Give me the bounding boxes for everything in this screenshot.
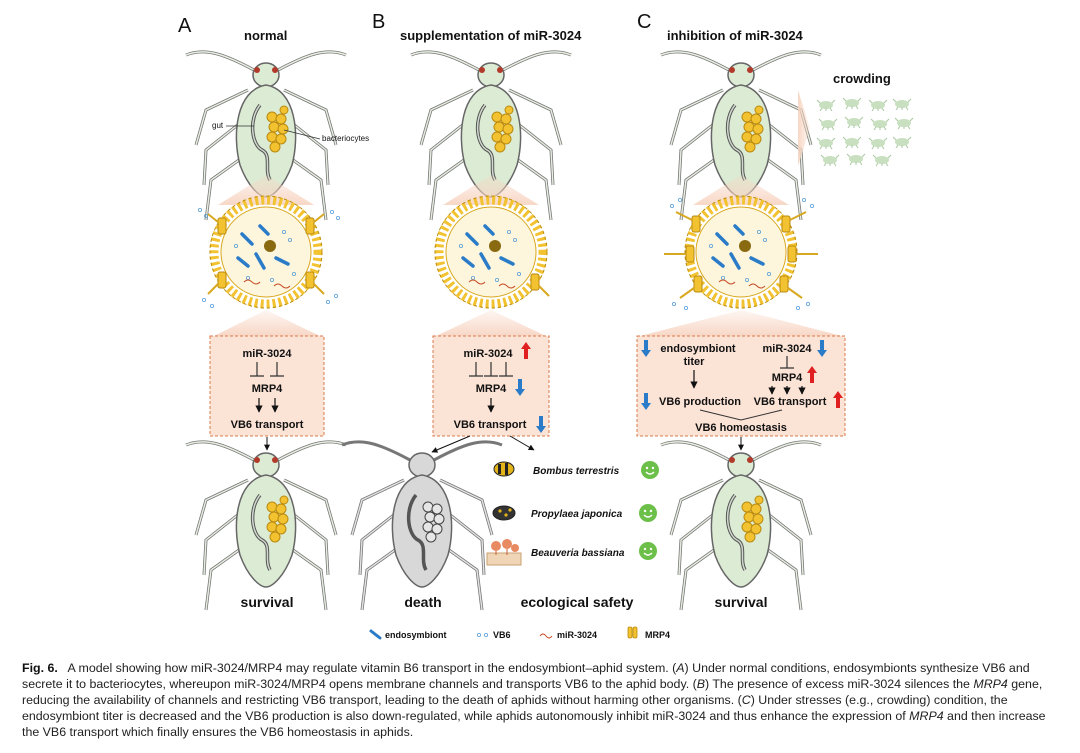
box-c-trans: VB6 transport <box>754 396 827 408</box>
svg-text:Propylaea japonica: Propylaea japonica <box>531 509 623 520</box>
figure-caption: Fig. 6. A model showing how miR-3024/MRP… <box>22 660 1062 740</box>
gut-label: gut <box>212 121 224 130</box>
panel-c-title: inhibition of miR-3024 <box>667 28 804 43</box>
crowding-label: crowding <box>833 71 891 86</box>
panel-c-letter: C <box>637 11 651 33</box>
caption-text: ) The presence of excess miR-3024 silenc… <box>705 677 974 691</box>
caption-text: ) Under stresses (e.g., crowding) condit… <box>22 693 1008 723</box>
aphid-dead-b <box>340 440 504 612</box>
box-a-mrp4: MRP4 <box>252 383 283 395</box>
outcome-b-safety: ecological safety <box>521 594 634 610</box>
panel-a-letter: A <box>178 15 192 37</box>
outcome-b-death: death <box>404 594 441 610</box>
smile-icon <box>638 503 658 523</box>
caption-gene: MRP4 <box>909 709 944 723</box>
box-c-endo2: titer <box>684 356 706 368</box>
box-c-endo1: endosymbiont <box>660 343 736 355</box>
crowd-aphids <box>816 97 914 167</box>
box-b-mrp4: MRP4 <box>476 383 507 395</box>
box-b-mir: miR-3024 <box>464 348 514 360</box>
mrp4-icon <box>627 626 638 639</box>
organism-beauveria: Beauveria bassiana <box>486 539 658 566</box>
box-c-mir: miR-3024 <box>763 343 813 355</box>
svg-text:Bombus terrestris: Bombus terrestris <box>533 466 620 477</box>
outcome-c: survival <box>715 594 768 610</box>
legend: endosymbiont VB6 miR-3024 MRP4 <box>369 626 670 640</box>
organism-bombus: Bombus terrestris <box>493 460 660 480</box>
box-c-mrp4: MRP4 <box>772 372 803 384</box>
outcome-a: survival <box>241 594 294 610</box>
caption-label: Fig. 6. <box>22 661 58 675</box>
bacteriocytes-label: bacteriocytes <box>322 134 369 143</box>
vb6-icon <box>476 633 488 638</box>
caption-text: and then increase the VB6 transport whic… <box>22 709 1046 739</box>
caption-text: gene, reducing the availability of chann… <box>22 677 1043 707</box>
aphid-survival-c <box>659 440 823 612</box>
aphid-survival-a <box>184 440 348 612</box>
caption-ref-c: C <box>741 693 751 707</box>
svg-text:Beauveria bassiana: Beauveria bassiana <box>531 548 625 559</box>
caption-text: ) Under normal conditions, endosymbionts… <box>22 661 1030 691</box>
svg-text:MRP4: MRP4 <box>645 630 670 640</box>
box-b-vb6: VB6 transport <box>454 419 527 431</box>
endosymbiont-icon <box>369 629 382 640</box>
panel-a-title: normal <box>244 28 287 43</box>
organism-propylaea: Propylaea japonica <box>492 503 658 523</box>
caption-text: A model showing how miR-3024/MRP4 may re… <box>67 661 677 675</box>
panel-b-letter: B <box>372 11 385 33</box>
svg-text:VB6: VB6 <box>493 630 511 640</box>
mechanism-box-b <box>432 335 550 437</box>
svg-text:miR-3024: miR-3024 <box>557 630 597 640</box>
panel-b-title: supplementation of miR-3024 <box>400 28 582 43</box>
caption-ref-b: B <box>696 677 706 691</box>
mir-3024-icon <box>539 633 553 639</box>
vb6-out-c <box>670 197 815 310</box>
channels-c <box>664 211 818 299</box>
box-c-prod: VB6 production <box>659 396 741 408</box>
svg-text:endosymbiont: endosymbiont <box>385 630 447 640</box>
mechanism-box-c <box>636 335 846 437</box>
channels-b <box>530 273 550 297</box>
box-a-mir: miR-3024 <box>243 348 293 360</box>
figure-diagram: A normal gut bacteriocytes miR-3024 MRP4… <box>178 11 914 640</box>
smile-icon <box>640 460 660 480</box>
cell-b <box>435 196 547 308</box>
box-c-homeo: VB6 homeostasis <box>695 422 787 434</box>
box-a-vb6: VB6 transport <box>231 419 304 431</box>
vb6-out-a <box>197 207 340 308</box>
channels-a <box>207 213 325 295</box>
caption-ref-a: A <box>676 661 685 675</box>
caption-gene: MRP4 <box>973 677 1008 691</box>
smile-icon <box>638 541 658 561</box>
mechanism-box-a <box>209 335 325 437</box>
cell-a <box>210 196 322 308</box>
